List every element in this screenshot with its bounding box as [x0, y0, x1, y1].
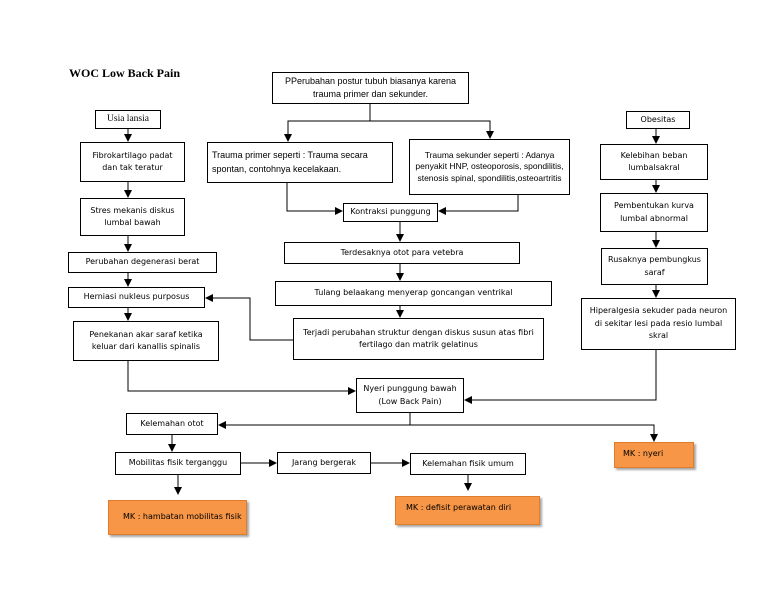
node-perubahan-postur: PPerubahan postur tubuh biasanya karena …	[272, 72, 469, 104]
diagram-title: WOC Low Back Pain	[69, 66, 181, 80]
node-hiperalgesia: Hiperalgesia sekuder pada neuron di seki…	[581, 298, 736, 350]
node-herniasi: Herniasi nukleus purposus	[68, 287, 205, 308]
diagnosis-defisit-perawatan: MK : defisit perawatan diri	[395, 496, 540, 525]
arrow-postur-split	[284, 104, 371, 142]
node-nyeri-punggung-bawah: Nyeri punggung bawah (Low Back Pain)	[356, 378, 464, 413]
arrow-postur-to-sekunder	[370, 120, 494, 139]
node-trauma-sekunder: Trauma sekunder seperti : Adanya penyaki…	[409, 139, 570, 195]
node-kontraksi-punggung: Kontraksi punggung	[343, 203, 438, 222]
arrow-penekanan-to-nyeri	[127, 361, 356, 395]
node-kelemahan-fisik: Kelemahan fisik umum	[410, 453, 526, 475]
arrow-sekunder-to-kontraksi	[438, 195, 519, 215]
node-fibrokartilago: Fibrokartilago padat dan tak teratur	[80, 142, 185, 182]
node-penekanan-akar: Penekanan akar saraf ketika keluar dari …	[73, 321, 219, 361]
diagnosis-hambatan-mobilitas: MK : hambatan mobilitas fisik	[108, 500, 247, 535]
node-stres-mekanis: Stres mekanis diskus lumbal bawah	[80, 198, 185, 236]
diagnosis-nyeri: MK : nyeri	[614, 442, 694, 468]
node-kelebihan-beban: Kelebihan beban lumbalsakral	[600, 144, 708, 180]
arrow-primer-to-kontraksi	[286, 183, 343, 215]
node-pembentukan-kurva: Pembentukan kurva lumbal abnormal	[600, 193, 708, 232]
node-mobilitas-fisik: Mobilitas fisik terganggu	[115, 452, 241, 475]
arrow-hiperalgesia-to-nyeri	[464, 350, 657, 404]
arrow-terjadi-to-herniasi	[205, 294, 293, 341]
arrow-nyeri-to-mk-nyeri	[410, 424, 658, 442]
node-rusaknya-pembungkus: Rusaknya pembungkus saraf	[601, 248, 708, 285]
node-terjadi-perubahan: Terjadi perubahan struktur dengan diskus…	[293, 318, 544, 360]
node-jarang-bergerak: Jarang bergerak	[277, 452, 371, 474]
node-obesitas: Obesitas	[626, 111, 690, 129]
node-tulang-belakang: Tulang belaakang menyerap goncangan vent…	[275, 281, 552, 306]
node-usia-lansia: Usia lansia	[95, 110, 161, 129]
node-trauma-primer: Trauma primer seperti : Trauma secara sp…	[207, 142, 393, 183]
node-terdesaknya-otot: Terdesaknya otot para vetebra	[284, 242, 520, 264]
node-kelemahan-otot: Kelemahan otot	[126, 413, 218, 435]
node-degenerasi-berat: Perubahan degenerasi berat	[68, 252, 217, 273]
